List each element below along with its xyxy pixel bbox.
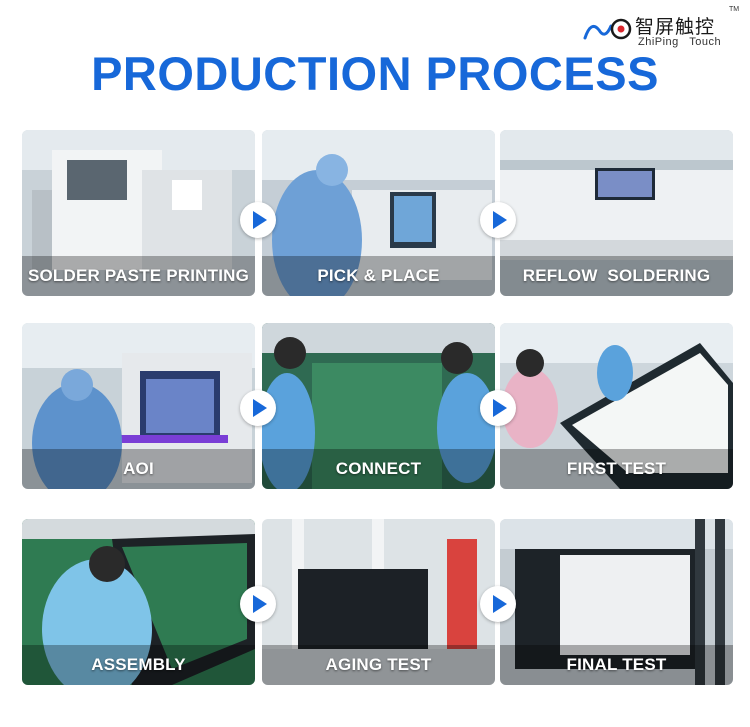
next-arrow-icon (480, 390, 516, 426)
step-card-connect: CONNECT (262, 323, 495, 489)
solder-paste-printing-photo (22, 130, 255, 296)
step-card-pick-place: PICK & PLACE (262, 130, 495, 296)
step-label: ASSEMBLY (22, 645, 255, 685)
brand-name-en: ZhiPing Touch (638, 36, 722, 48)
step-label: AGING TEST (262, 645, 495, 685)
step-card-final-test: FINAL TEST (500, 519, 733, 685)
step-card-reflow-soldering: REFLOW SOLDERING (500, 130, 733, 296)
next-arrow-icon (480, 202, 516, 238)
step-label: PICK & PLACE (262, 256, 495, 296)
first-test-photo (500, 323, 733, 489)
brand-logo: 智屏触控 ZhiPing Touch TM (583, 6, 743, 52)
step-label: AOI (22, 449, 255, 489)
connect-photo (262, 323, 495, 489)
step-label: CONNECT (262, 449, 495, 489)
step-label: SOLDER PASTE PRINTING (22, 256, 255, 296)
step-card-solder-paste-printing: SOLDER PASTE PRINTING (22, 130, 255, 296)
step-card-assembly: ASSEMBLY (22, 519, 255, 685)
brand-mark-icon (583, 18, 632, 40)
next-arrow-icon (240, 586, 276, 622)
next-arrow-icon (240, 202, 276, 238)
final-test-photo (500, 519, 733, 685)
step-card-aoi: AOI (22, 323, 255, 489)
aoi-photo (22, 323, 255, 489)
step-card-aging-test: AGING TEST (262, 519, 495, 685)
next-arrow-icon (480, 586, 516, 622)
assembly-photo (22, 519, 255, 685)
trademark-symbol: TM (729, 6, 740, 13)
next-arrow-icon (240, 390, 276, 426)
reflow-soldering-photo (500, 130, 733, 296)
step-label: FIRST TEST (500, 449, 733, 489)
step-label: REFLOW SOLDERING (500, 256, 733, 296)
pick-place-photo (262, 130, 495, 296)
step-card-first-test: FIRST TEST (500, 323, 733, 489)
step-label: FINAL TEST (500, 645, 733, 685)
brand-name-cn: 智屏触控 (635, 16, 716, 38)
aging-test-photo (262, 519, 495, 685)
page-title: PRODUCTION PROCESS (91, 47, 659, 100)
